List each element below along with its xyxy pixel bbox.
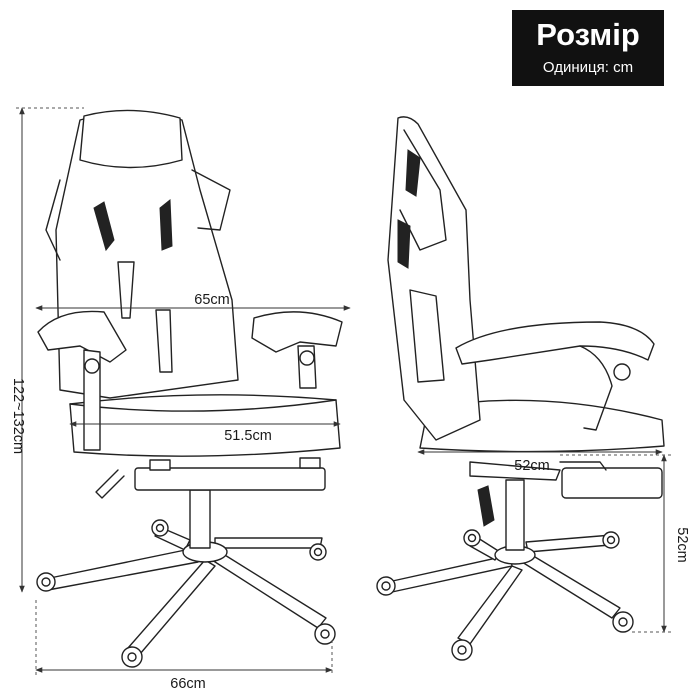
badge-title: Розмір — [536, 17, 640, 52]
label-seat-width: 65cm — [194, 292, 229, 308]
side-backrest — [387, 116, 481, 441]
front-caster — [36, 572, 56, 592]
side-view-chair — [376, 116, 665, 661]
side-caster — [463, 529, 481, 547]
side-footrest — [559, 461, 663, 499]
label-base-width: 66cm — [170, 676, 205, 692]
front-caster — [151, 519, 169, 537]
front-backrest — [45, 109, 239, 399]
dimension-lines — [16, 107, 672, 676]
front-view-chair — [36, 109, 343, 668]
badge-unit-label: Одиниця: cm — [542, 59, 634, 76]
side-gas-cylinder — [505, 479, 525, 551]
front-right-armrest — [251, 311, 343, 389]
label-seat-depth-front: 51.5cm — [224, 428, 272, 444]
label-seat-height: 52cm — [674, 527, 690, 562]
label-height: 122~132cm — [10, 378, 26, 454]
front-gas-cylinder — [189, 489, 211, 549]
side-chair-base — [376, 529, 634, 661]
side-armrest — [455, 321, 655, 431]
side-caster — [612, 611, 634, 633]
front-caster — [314, 623, 336, 645]
front-adjust-lever — [95, 469, 125, 499]
label-seat-depth-side: 52cm — [514, 458, 549, 474]
front-chair-base — [36, 519, 336, 668]
front-seat — [69, 394, 341, 457]
side-caster — [376, 576, 396, 596]
front-caster — [309, 543, 327, 561]
size-badge: Розмір Одиниця: cm — [512, 10, 664, 86]
side-adjust-lever — [477, 485, 495, 527]
front-caster — [121, 646, 143, 668]
side-caster — [451, 639, 473, 661]
front-footrest — [134, 457, 326, 491]
side-caster — [602, 531, 620, 549]
